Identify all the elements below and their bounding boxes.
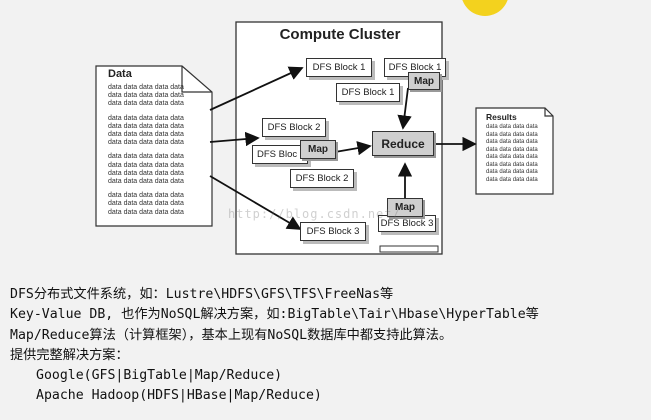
data-line: data data data data data <box>108 92 184 100</box>
data-line: data data data data data <box>108 122 184 130</box>
arrow-data-block1 <box>209 66 304 111</box>
data-line: data data data data data <box>108 208 184 216</box>
data-line: data data data data data <box>108 161 184 169</box>
text-line-solutions: 提供完整解决方案： <box>10 347 129 363</box>
cluster-tab <box>379 245 439 253</box>
data-line: data data data data data <box>108 153 184 161</box>
arrow-map2-reduce <box>334 141 372 156</box>
result-line: data data data data <box>486 169 538 175</box>
result-line: data data data data <box>486 176 538 183</box>
watermark: http://blog.csdn.net/ <box>228 207 401 221</box>
data-line: data data data data data <box>108 192 184 200</box>
data-line: data data data data data <box>108 200 184 208</box>
result-line: data data data data <box>486 131 538 138</box>
data-line: data data data data data <box>108 84 184 91</box>
data-line: data data data data data <box>108 114 184 122</box>
data-line: data data data data data <box>108 178 184 186</box>
text-line-kv: Key-Value DB, 也作为NoSQL解决方案，如:BigTable\Ta… <box>10 307 539 323</box>
data-line: data data data data data <box>108 139 184 147</box>
text-line-dfs: DFS分布式文件系统，如：Lustre\HDFS\GFS\TFS\FreeNas… <box>10 287 394 302</box>
text-line-mapreduce: Map/Reduce算法（计算框架），基本上现有NoSQL数据库中都支持此算法。 <box>10 327 453 343</box>
results-doc-lines: data data data data data data data data … <box>486 124 538 184</box>
data-doc-lines: data data data data data data data data … <box>108 84 184 223</box>
cluster-title: Compute Cluster <box>279 26 401 43</box>
results-doc-title: Results <box>486 112 517 122</box>
data-doc-title: Data <box>108 68 132 80</box>
dfs-block-1c: DFS Block 1 <box>336 83 400 102</box>
text-line-hadoop: Apache Hadoop(HDFS|HBase|Map/Reduce) <box>36 388 322 404</box>
result-line: data data data data <box>486 146 538 153</box>
map-box-3: Map <box>387 198 423 217</box>
dfs-block-2a: DFS Block 2 <box>262 118 326 137</box>
map-box-1: Map <box>408 72 440 90</box>
data-line: data data data data data <box>108 100 184 108</box>
result-line: data data data data <box>486 124 538 130</box>
description-text: DFS分布式文件系统，如：Lustre\HDFS\GFS\TFS\FreeNas… <box>10 285 650 407</box>
dfs-block-3b: DFS Block 3 <box>300 222 366 241</box>
result-line: data data data data <box>486 154 538 160</box>
results-document <box>475 107 554 195</box>
data-document <box>95 65 213 227</box>
yellow-circle <box>462 0 508 16</box>
result-line: data data data data <box>486 161 538 168</box>
mapreduce-diagram: Compute Cluster Data data data data data… <box>95 0 554 255</box>
arrow-map1-reduce <box>397 87 412 130</box>
dfs-block-2c: DFS Block 2 <box>290 169 354 188</box>
data-line: data data data data data <box>108 169 184 177</box>
result-line: data data data data <box>486 139 538 145</box>
arrow-data-block3 <box>209 175 302 230</box>
dfs-block-1a: DFS Block 1 <box>306 58 372 77</box>
data-line: data data data data data <box>108 131 184 139</box>
arrow-data-block2 <box>209 131 260 147</box>
reduce-box: Reduce <box>372 131 434 156</box>
map-box-2: Map <box>300 140 336 159</box>
text-line-google: Google(GFS|BigTable|Map/Reduce) <box>36 368 283 384</box>
